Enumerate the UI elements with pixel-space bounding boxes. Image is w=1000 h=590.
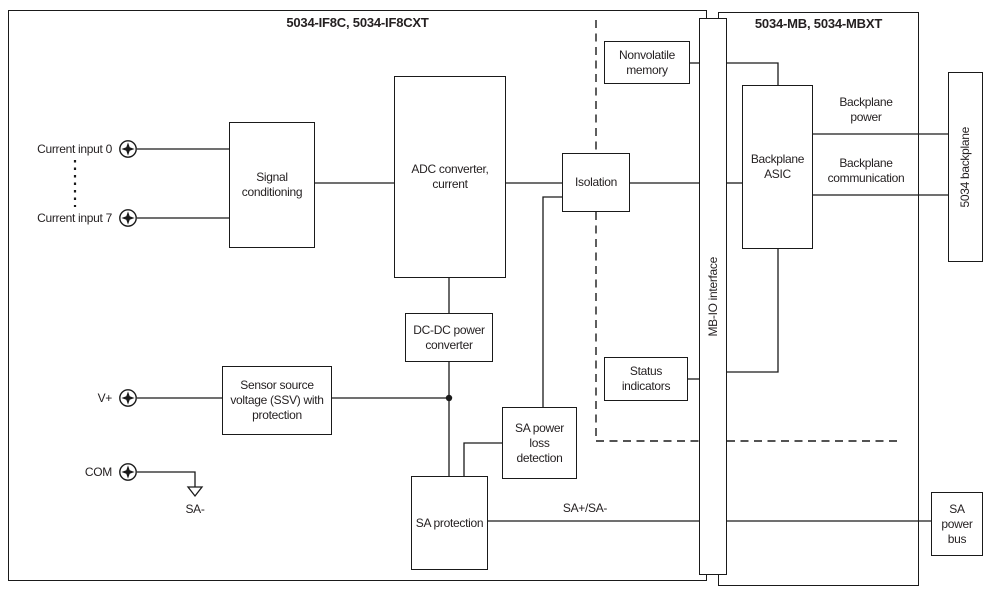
screw-terminal-icon <box>119 140 137 158</box>
screw-terminal-icon <box>119 209 137 227</box>
sa-power-loss-block: SA power loss detection <box>502 407 577 479</box>
ssv-block: Sensor source voltage (SSV) with protect… <box>222 366 332 435</box>
v-plus-label: V+ <box>97 391 113 405</box>
status-indicators-block: Status indicators <box>604 357 688 401</box>
signal-conditioning-block: Signal conditioning <box>229 122 315 248</box>
isolation-block: Isolation <box>562 153 630 212</box>
wire-mbio-to-asic-top <box>727 62 779 85</box>
sa-minus-label: SA- <box>185 502 205 516</box>
mb-io-interface-label: MB-IO interface <box>705 256 720 337</box>
ground-icon <box>186 486 204 498</box>
wire-com-to-ground <box>137 471 196 487</box>
right-module-title: 5034-MB, 5034-MBXT <box>754 16 883 31</box>
backplane-communication-label: Backplane communication <box>827 156 905 185</box>
screw-terminal-icon <box>119 463 137 481</box>
backplane-asic-block: Backplane ASIC <box>742 85 813 249</box>
com-label: COM <box>84 465 112 479</box>
mb-io-interface-block: MB-IO interface <box>699 18 727 575</box>
nonvolatile-memory-block: Nonvolatile memory <box>604 41 690 84</box>
current-input-0-label: Current input 0 <box>37 142 112 156</box>
current-input-7-label: Current input 7 <box>37 211 112 225</box>
backplane-5034-label: 5034 backplane <box>958 126 972 208</box>
wire-isolation-to-saloss <box>542 196 562 407</box>
backplane-5034-block: 5034 backplane <box>948 72 983 262</box>
adc-converter-block: ADC converter, current <box>394 76 506 278</box>
sa-protection-block: SA protection <box>411 476 488 570</box>
sa-power-bus-block: SA power bus <box>931 492 983 556</box>
dc-dc-converter-block: DC-DC power converter <box>405 313 493 362</box>
screw-terminal-icon <box>119 389 137 407</box>
sa-plus-minus-label: SA+/SA- <box>562 501 608 515</box>
wire-asic-bottom-to-mbio <box>727 249 779 373</box>
backplane-power-label: Backplane power <box>839 95 893 124</box>
wire-saloss-to-saprotection <box>463 442 502 476</box>
junction-dot <box>445 394 453 402</box>
isolation-boundary-dashed-line <box>595 20 902 442</box>
terminal-icons <box>119 140 137 481</box>
left-module-title: 5034-IF8C, 5034-IF8CXT <box>286 15 429 30</box>
